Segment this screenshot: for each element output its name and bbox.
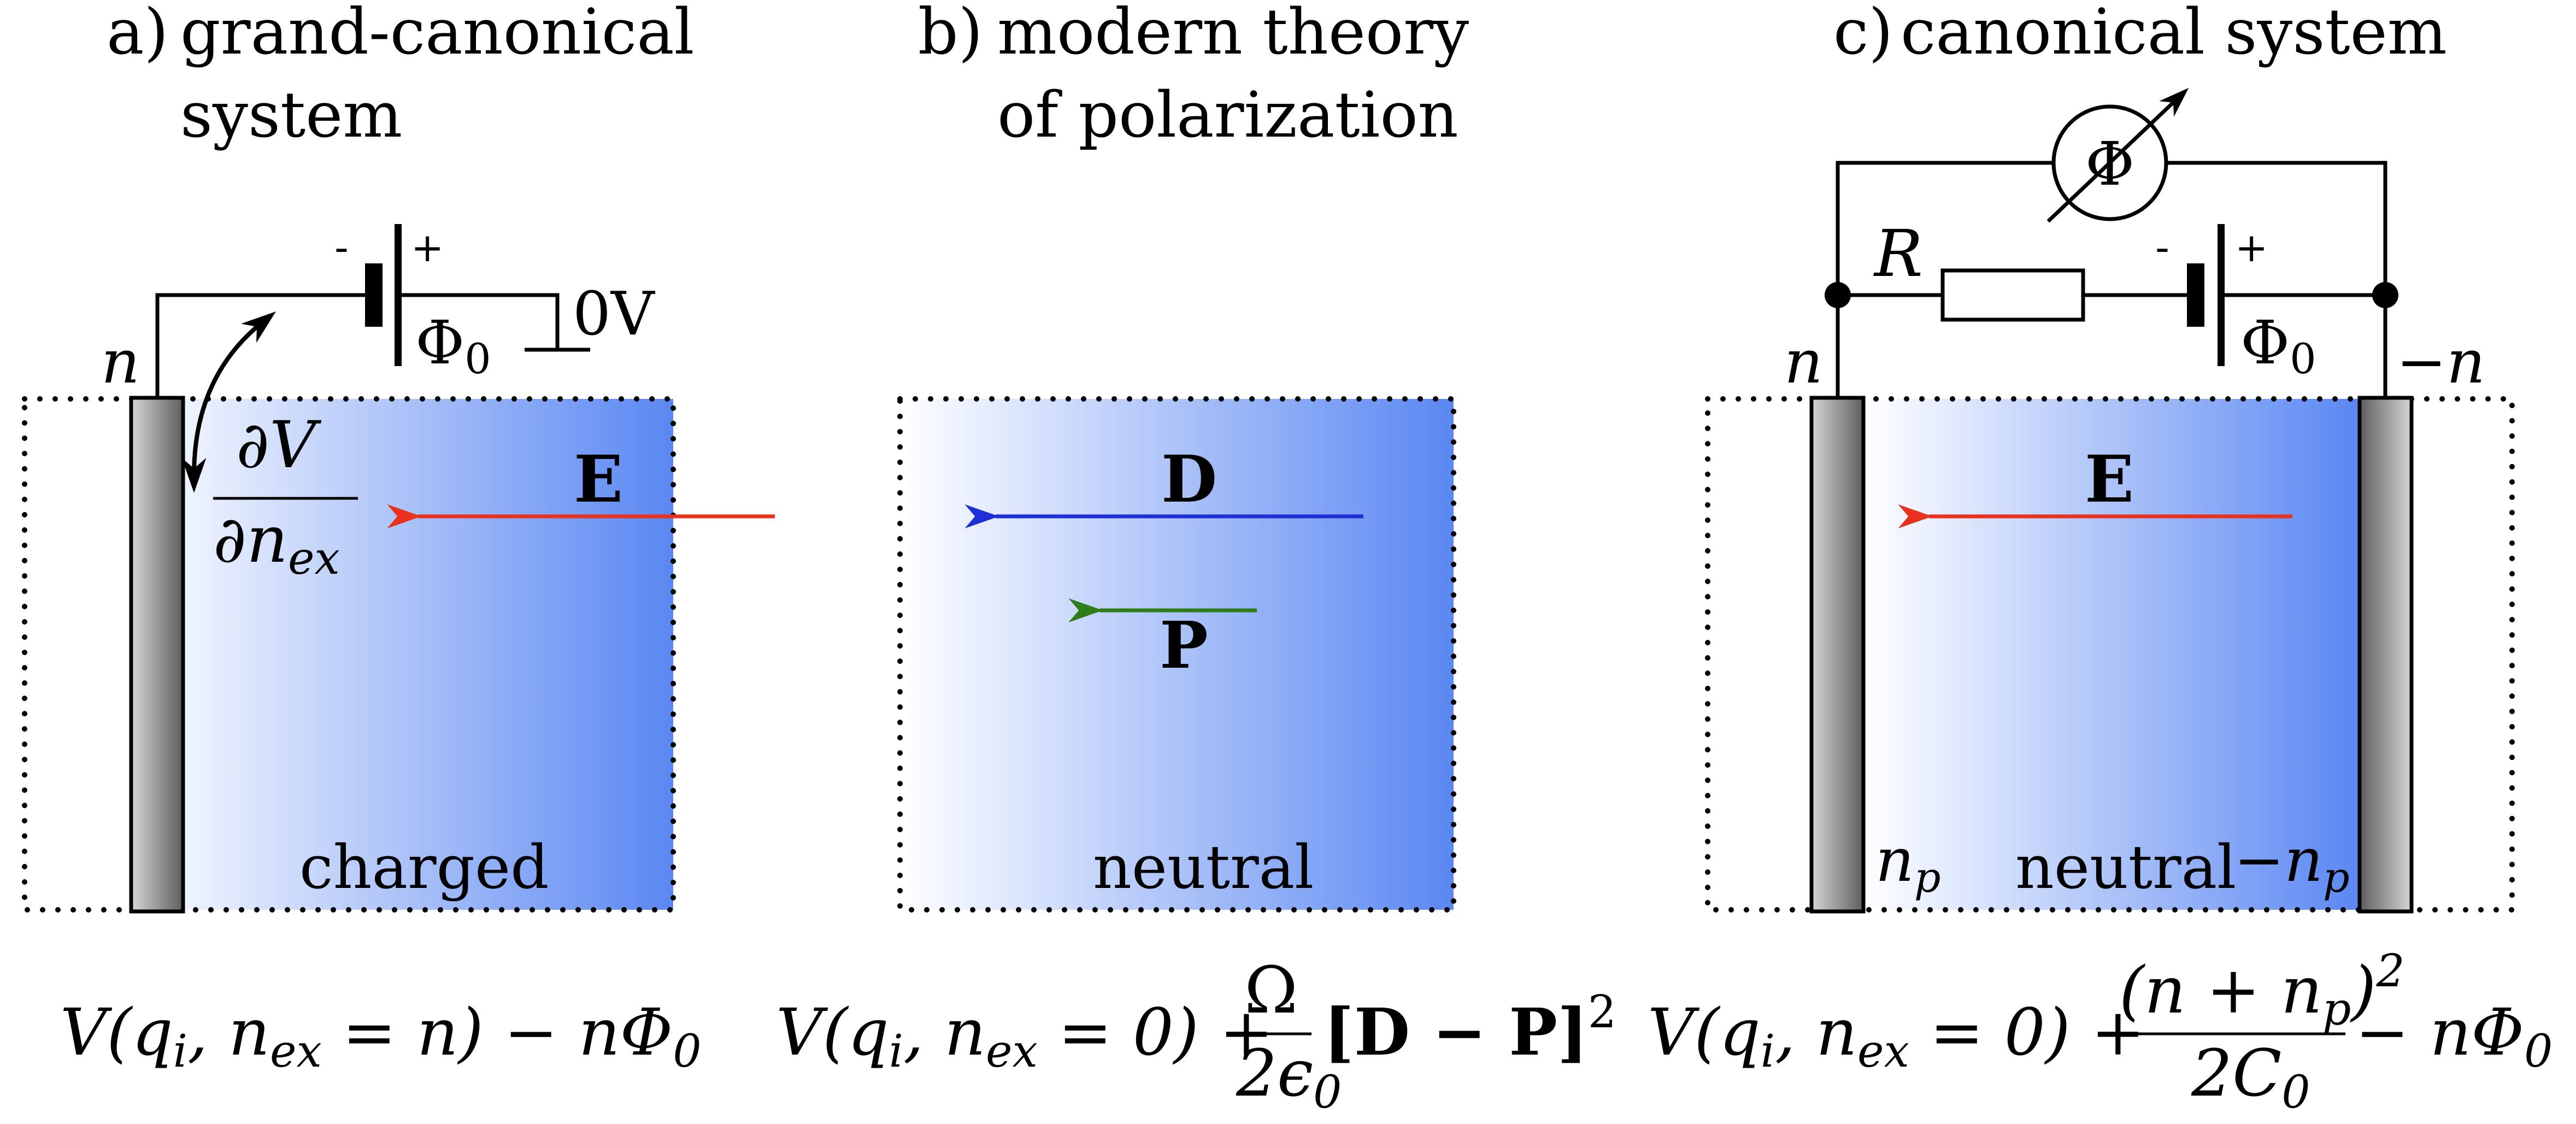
panel-c-left-charge-label: np bbox=[1875, 825, 1941, 902]
panel-c-battery-plus: + bbox=[2235, 225, 2268, 270]
panel-b-fraction-den: 2ϵ0 bbox=[1236, 1035, 1342, 1119]
panel-c-right-electrode bbox=[2357, 396, 2414, 914]
panel-a-label: a) bbox=[107, 0, 168, 69]
panel-a-title-line2: system bbox=[180, 79, 402, 152]
panel-a-electrode-label: n bbox=[101, 327, 140, 397]
panel-b-label: b) bbox=[918, 0, 983, 69]
panel-c-meter-needle-arrow bbox=[2046, 87, 2189, 223]
panel-c-top-wire-right bbox=[2166, 161, 2387, 398]
panel-b-bracket-expression: [D − P]2 bbox=[1324, 986, 1616, 1070]
panel-a-battery-voltage: Φ0 bbox=[415, 308, 491, 383]
panel-a-battery-plus-plate bbox=[395, 224, 402, 366]
panel-a-field-label: E bbox=[574, 441, 623, 517]
panel-a-boundary bbox=[22, 396, 676, 913]
panel-a-battery-minus: - bbox=[334, 225, 349, 270]
panel-c-resistor bbox=[1940, 268, 2085, 322]
panel-b-title-line1: modern theory bbox=[997, 0, 1469, 69]
panel-c-left-electrode-label: n bbox=[1784, 327, 1823, 397]
panel-b-region bbox=[900, 399, 1454, 910]
panel-a-battery-plus: + bbox=[411, 225, 444, 270]
panel-c-top-wire-left bbox=[1836, 161, 2054, 398]
panel-c-battery-plus-plate bbox=[2218, 224, 2225, 366]
panel-b-boundary bbox=[897, 396, 1456, 913]
panel-b-p-label: P bbox=[1160, 607, 1208, 683]
panel-c-left-electrode bbox=[1809, 396, 1866, 914]
panel-a-wire-right bbox=[402, 293, 560, 350]
panel-c: c) canonical system n −n Φ R - + Φ0 E np… bbox=[1648, 0, 2553, 1119]
panel-a-derivative-num: ∂V bbox=[236, 407, 322, 482]
panel-a-wire-left bbox=[155, 293, 365, 398]
panel-c-energy-expression: V(qi, nex = 0) + bbox=[1648, 994, 2145, 1078]
panel-a-region-label: charged bbox=[299, 832, 549, 902]
panel-b-fraction-num: Ω bbox=[1244, 952, 1298, 1028]
panel-b-d-label: D bbox=[1161, 441, 1217, 517]
panel-b-region-label: neutral bbox=[1093, 832, 1314, 902]
panel-c-right-electrode-label: −n bbox=[2396, 327, 2485, 397]
panel-c-trailing-expression: − nΦ0 bbox=[2355, 994, 2553, 1078]
panel-a-battery-minus-plate bbox=[365, 263, 383, 327]
panel-c-battery-minus-plate bbox=[2187, 263, 2204, 327]
panel-a-title-line1: grand-canonical bbox=[180, 0, 695, 69]
panel-c-junction-left bbox=[1825, 282, 1851, 308]
panel-c-region-label: neutral bbox=[2015, 832, 2236, 902]
panel-c-field-label: E bbox=[2085, 441, 2134, 517]
panel-c-resistor-label: R bbox=[1873, 216, 1923, 291]
panel-a-curved-arrow bbox=[181, 311, 276, 493]
panel-c-fraction-num: (n + np)2 bbox=[2119, 945, 2405, 1035]
panel-b: b) modern theory of polarization D P neu… bbox=[776, 0, 1616, 1119]
panel-a-electrode bbox=[129, 396, 185, 914]
panel-c-label: c) bbox=[1833, 0, 1893, 69]
panel-a-energy-expression: V(qi, nex = n) − nΦ0 bbox=[60, 994, 702, 1078]
panel-b-title-line2: of polarization bbox=[997, 79, 1458, 152]
panel-c-junction-right bbox=[2372, 282, 2398, 308]
panel-c-title-line1: canonical system bbox=[1901, 0, 2447, 69]
panel-c-battery-minus: - bbox=[2155, 225, 2169, 270]
panel-a: a) grand-canonical system n - + Φ0 0V ∂V… bbox=[22, 0, 775, 1078]
panel-c-right-charge-label: −np bbox=[2234, 825, 2350, 902]
panel-c-region bbox=[1863, 399, 2360, 910]
panel-a-derivative-den: ∂nex bbox=[213, 502, 340, 585]
panel-c-fraction-den: 2C0 bbox=[2191, 1035, 2310, 1119]
panel-c-battery-voltage: Φ0 bbox=[2240, 308, 2316, 383]
panel-a-ground-label: 0V bbox=[573, 279, 656, 349]
panel-b-energy-expression: V(qi, nex = 0) + bbox=[776, 994, 1273, 1078]
